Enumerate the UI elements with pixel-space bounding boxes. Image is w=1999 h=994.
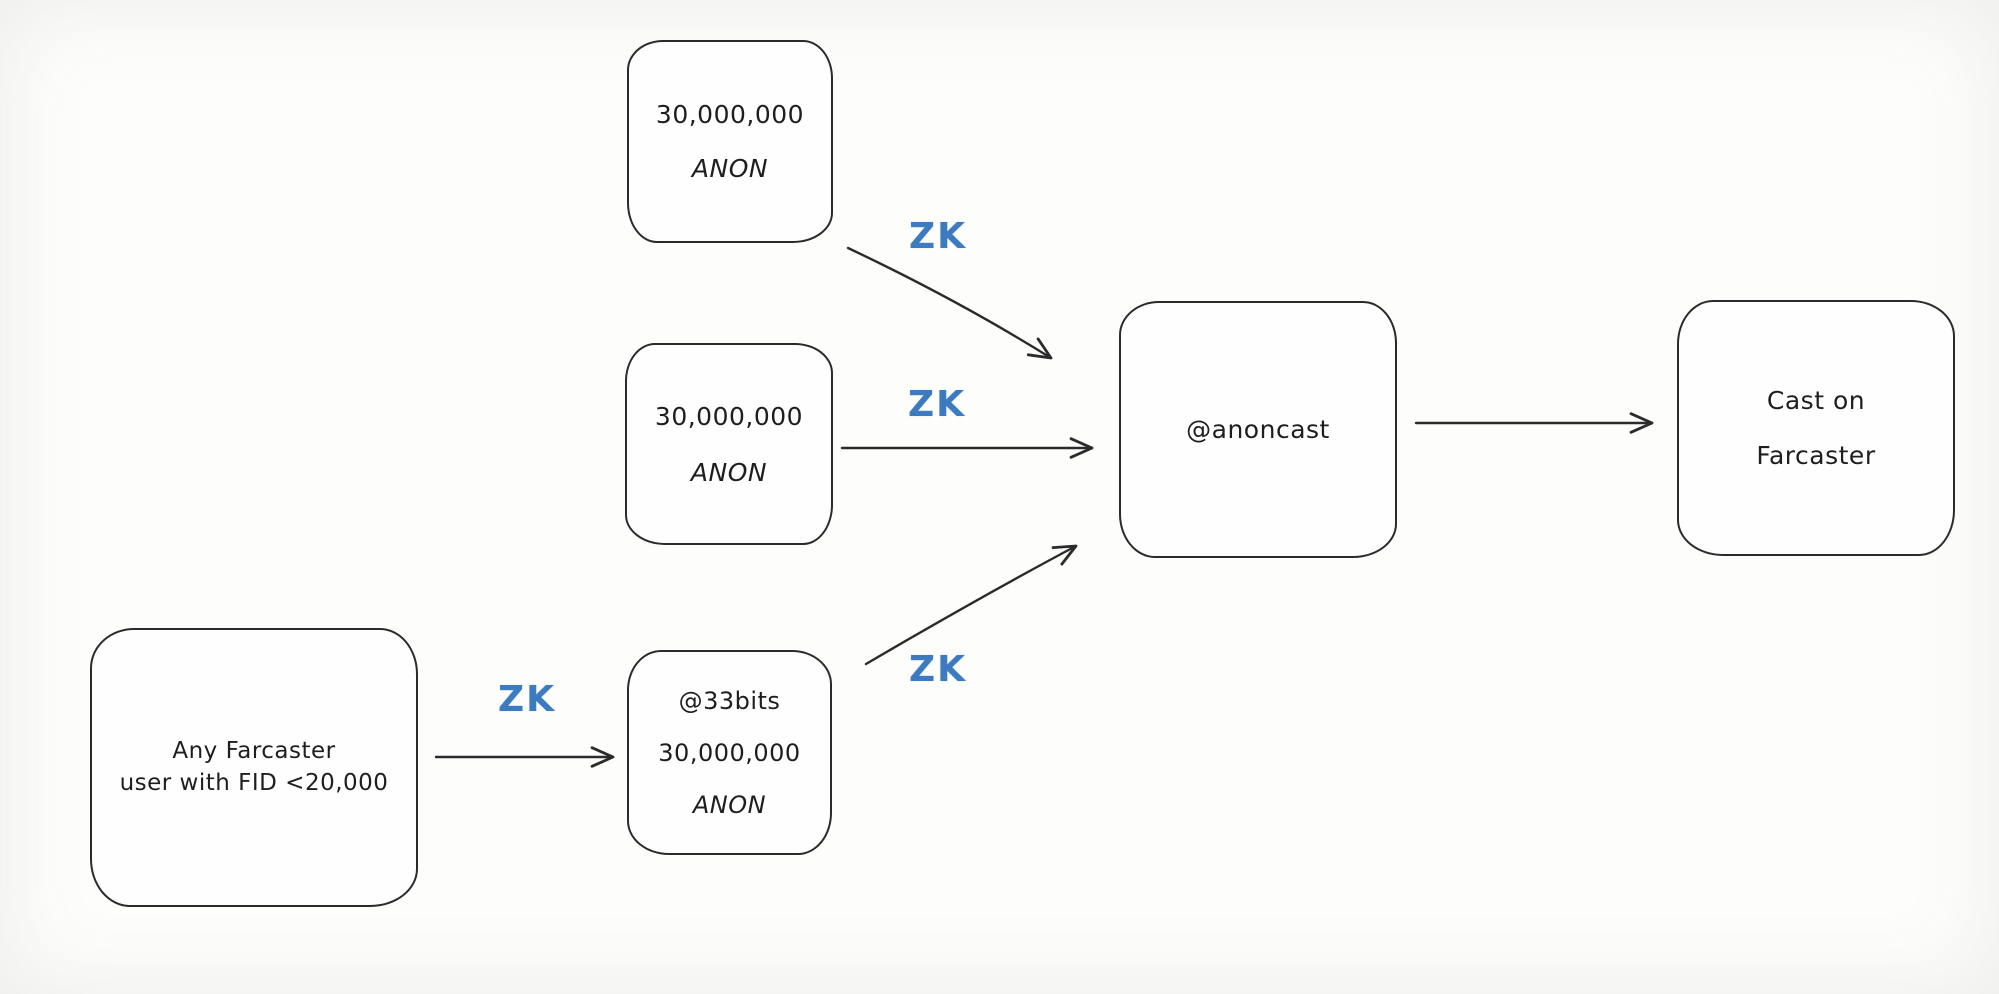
token-name-text: ANON xyxy=(691,154,769,183)
token-name-text: ANON xyxy=(690,457,768,487)
account-handle-text: @33bits xyxy=(678,686,781,715)
farcaster-user-text: Any Farcaster user with FID <20,000 xyxy=(120,736,389,798)
token-amount-text: 30,000,000 xyxy=(658,738,801,767)
zk-label-bottom[interactable]: ZK xyxy=(909,649,967,690)
cast-line2: Farcaster xyxy=(1756,441,1876,470)
account-handle-text: @anoncast xyxy=(1186,415,1330,444)
token-name-text: ANON xyxy=(692,790,767,819)
farcaster-user-line2: user with FID <20,000 xyxy=(119,769,389,796)
node-33bits[interactable]: @33bits 30,000,000 ANON xyxy=(627,650,832,855)
farcaster-user-line1: Any Farcaster xyxy=(172,738,336,765)
arrow-anon-top-to-anoncast[interactable] xyxy=(846,246,1053,360)
node-farcaster-user[interactable]: Any Farcaster user with FID <20,000 xyxy=(90,628,418,907)
node-anoncast[interactable]: @anoncast xyxy=(1119,301,1397,558)
token-amount-text: 30,000,000 xyxy=(654,401,804,431)
node-cast-on-farcaster[interactable]: Cast on Farcaster xyxy=(1677,300,1955,556)
node-anon-token-middle[interactable]: 30,000,000 ANON xyxy=(625,343,833,545)
cast-line1: Cast on xyxy=(1766,386,1866,415)
node-anon-token-top[interactable]: 30,000,000 ANON xyxy=(627,40,833,243)
zk-label-top[interactable]: ZK xyxy=(909,216,967,257)
zk-label-middle[interactable]: ZK xyxy=(908,384,966,425)
zk-label-left[interactable]: ZK xyxy=(498,679,556,720)
token-amount-text: 30,000,000 xyxy=(655,100,805,129)
arrow-33bits-to-anoncast[interactable] xyxy=(864,544,1078,666)
